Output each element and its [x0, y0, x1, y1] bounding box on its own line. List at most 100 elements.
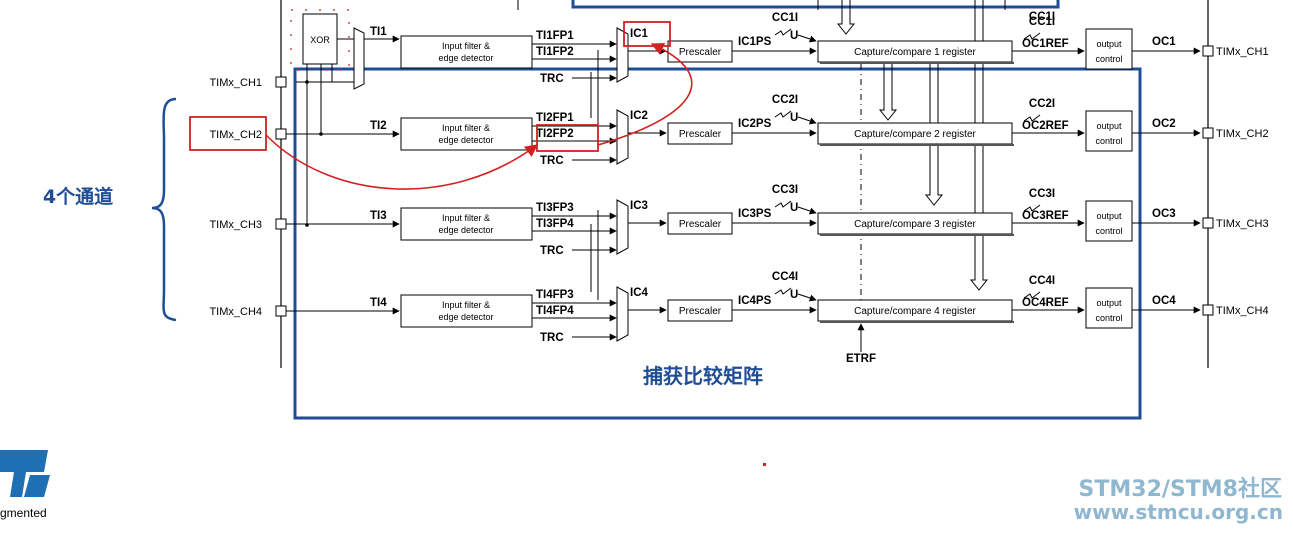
prescaler-label: Prescaler	[679, 219, 722, 230]
output-control-block	[1085, 28, 1133, 70]
output-pin-label: TIMx_CH3	[1216, 218, 1269, 230]
prescaler-label: Prescaler	[679, 306, 722, 317]
oc-label: OC4	[1152, 295, 1176, 307]
channel-row	[275, 199, 1214, 255]
channel-row	[275, 27, 1214, 88]
ic-mux	[616, 199, 629, 255]
oc-label: OC2	[1152, 118, 1176, 130]
input-pin-square	[275, 128, 287, 140]
ic-mux	[616, 286, 629, 342]
highlight-timx-ch2	[189, 116, 267, 151]
input-pin-label: TIMx_CH1	[209, 77, 262, 89]
output-control-line1: output	[1096, 298, 1122, 308]
top-frame	[571, 0, 1060, 9]
input-pin-label: TIMx_CH3	[209, 219, 262, 231]
trc-label: TRC	[540, 245, 564, 257]
input-pin-square	[275, 305, 287, 317]
ti-label: TI3	[370, 210, 387, 222]
u-label: U	[790, 202, 798, 214]
output-pin-square	[1202, 304, 1214, 316]
trc-label: TRC	[540, 332, 564, 344]
watermark-line1: STM32/STM8社区	[1079, 476, 1282, 502]
output-pin-label: TIMx_CH2	[1216, 128, 1269, 140]
ocref-label: OC3REF	[1022, 210, 1069, 222]
icps-label: IC1PS	[738, 36, 772, 48]
filter-label-line2: edge detector	[438, 312, 493, 322]
input-pin-square	[275, 218, 287, 230]
cci-label: CC4I	[772, 271, 798, 283]
channel-row	[275, 286, 1214, 342]
prescaler-label: Prescaler	[679, 129, 722, 140]
fp-b-label: TI4FP4	[536, 305, 574, 317]
trc-label: TRC	[540, 73, 564, 85]
fp-a-label: TI2FP1	[536, 112, 574, 124]
fp-a-label: TI3FP3	[536, 202, 574, 214]
ic-label: IC2	[630, 110, 648, 122]
input-filter-block	[400, 117, 533, 151]
output-control-line1: output	[1096, 211, 1122, 221]
ti-label: TI4	[370, 297, 387, 309]
ocref-label: OC2REF	[1022, 120, 1069, 132]
register-label: Capture/compare 4 register	[854, 306, 976, 317]
xor-mux	[353, 27, 365, 90]
output-control-block	[1085, 110, 1133, 152]
register-bus-arrows	[817, 0, 1006, 291]
top-cci-label: CC1I	[1029, 11, 1055, 23]
input-filter-block	[400, 294, 533, 328]
filter-label-line2: edge detector	[438, 135, 493, 145]
ic-mux	[616, 27, 629, 83]
ti-label: TI1	[370, 26, 387, 38]
output-control-line2: control	[1095, 313, 1122, 323]
input-pin-label: TIMx_CH4	[209, 306, 262, 318]
cci-top-label: CC2I	[1029, 98, 1055, 110]
fp-b-label: TI2FP2	[536, 128, 574, 140]
side-channel-label: 4个通道	[43, 185, 113, 208]
fp-b-label: TI1FP2	[536, 46, 574, 58]
highlight-ti2fp2	[536, 124, 599, 152]
filter-label-line2: edge detector	[438, 53, 493, 63]
capture-compare-matrix-frame	[293, 67, 1142, 420]
channel-brace	[151, 97, 177, 322]
logo-text: gmented	[0, 506, 47, 520]
icps-label: IC2PS	[738, 118, 772, 130]
cci-label: CC2I	[772, 94, 798, 106]
input-filter-block	[400, 207, 533, 241]
output-control-block	[1085, 287, 1133, 329]
matrix-label: 捕获比较矩阵	[643, 364, 763, 388]
input-pin-square	[275, 76, 287, 88]
output-control-line1: output	[1096, 121, 1122, 131]
output-pin-label: TIMx_CH1	[1216, 46, 1269, 58]
ic-label: IC3	[630, 200, 648, 212]
red-dot	[763, 463, 766, 466]
input-pin-label: TIMx_CH2	[209, 129, 262, 141]
filter-label-line1: Input filter &	[442, 123, 490, 133]
xor-label: XOR	[310, 35, 330, 45]
u-label: U	[790, 30, 798, 42]
output-control-line1: output	[1096, 39, 1122, 49]
fp-a-label: TI4FP3	[536, 289, 574, 301]
u-label: U	[790, 289, 798, 301]
ocref-label: OC4REF	[1022, 297, 1069, 309]
ti-label: TI2	[370, 120, 387, 132]
register-label: Capture/compare 3 register	[854, 219, 976, 230]
trc-label: TRC	[540, 155, 564, 167]
filter-label-line1: Input filter &	[442, 41, 490, 51]
u-label: U	[790, 112, 798, 124]
output-control-line2: control	[1095, 54, 1122, 64]
filter-label-line1: Input filter &	[442, 300, 490, 310]
output-pin-square	[1202, 217, 1214, 229]
cci-top-label: CC4I	[1029, 275, 1055, 287]
st-logo: gmented	[0, 450, 50, 520]
register-label: Capture/compare 2 register	[854, 129, 976, 140]
fp-a-label: TI1FP1	[536, 30, 574, 42]
ic-label: IC1	[630, 28, 649, 40]
watermark-line2: www.stmcu.org.cn	[1074, 500, 1283, 524]
cci-label: CC3I	[772, 184, 798, 196]
cci-top-label: CC1I	[1029, 16, 1055, 28]
prescaler-label: Prescaler	[679, 47, 722, 58]
ocref-label: OC1REF	[1022, 38, 1069, 50]
xor-block	[302, 13, 338, 65]
cci-top-label: CC3I	[1029, 188, 1055, 200]
cci-label: CC1I	[772, 12, 798, 24]
